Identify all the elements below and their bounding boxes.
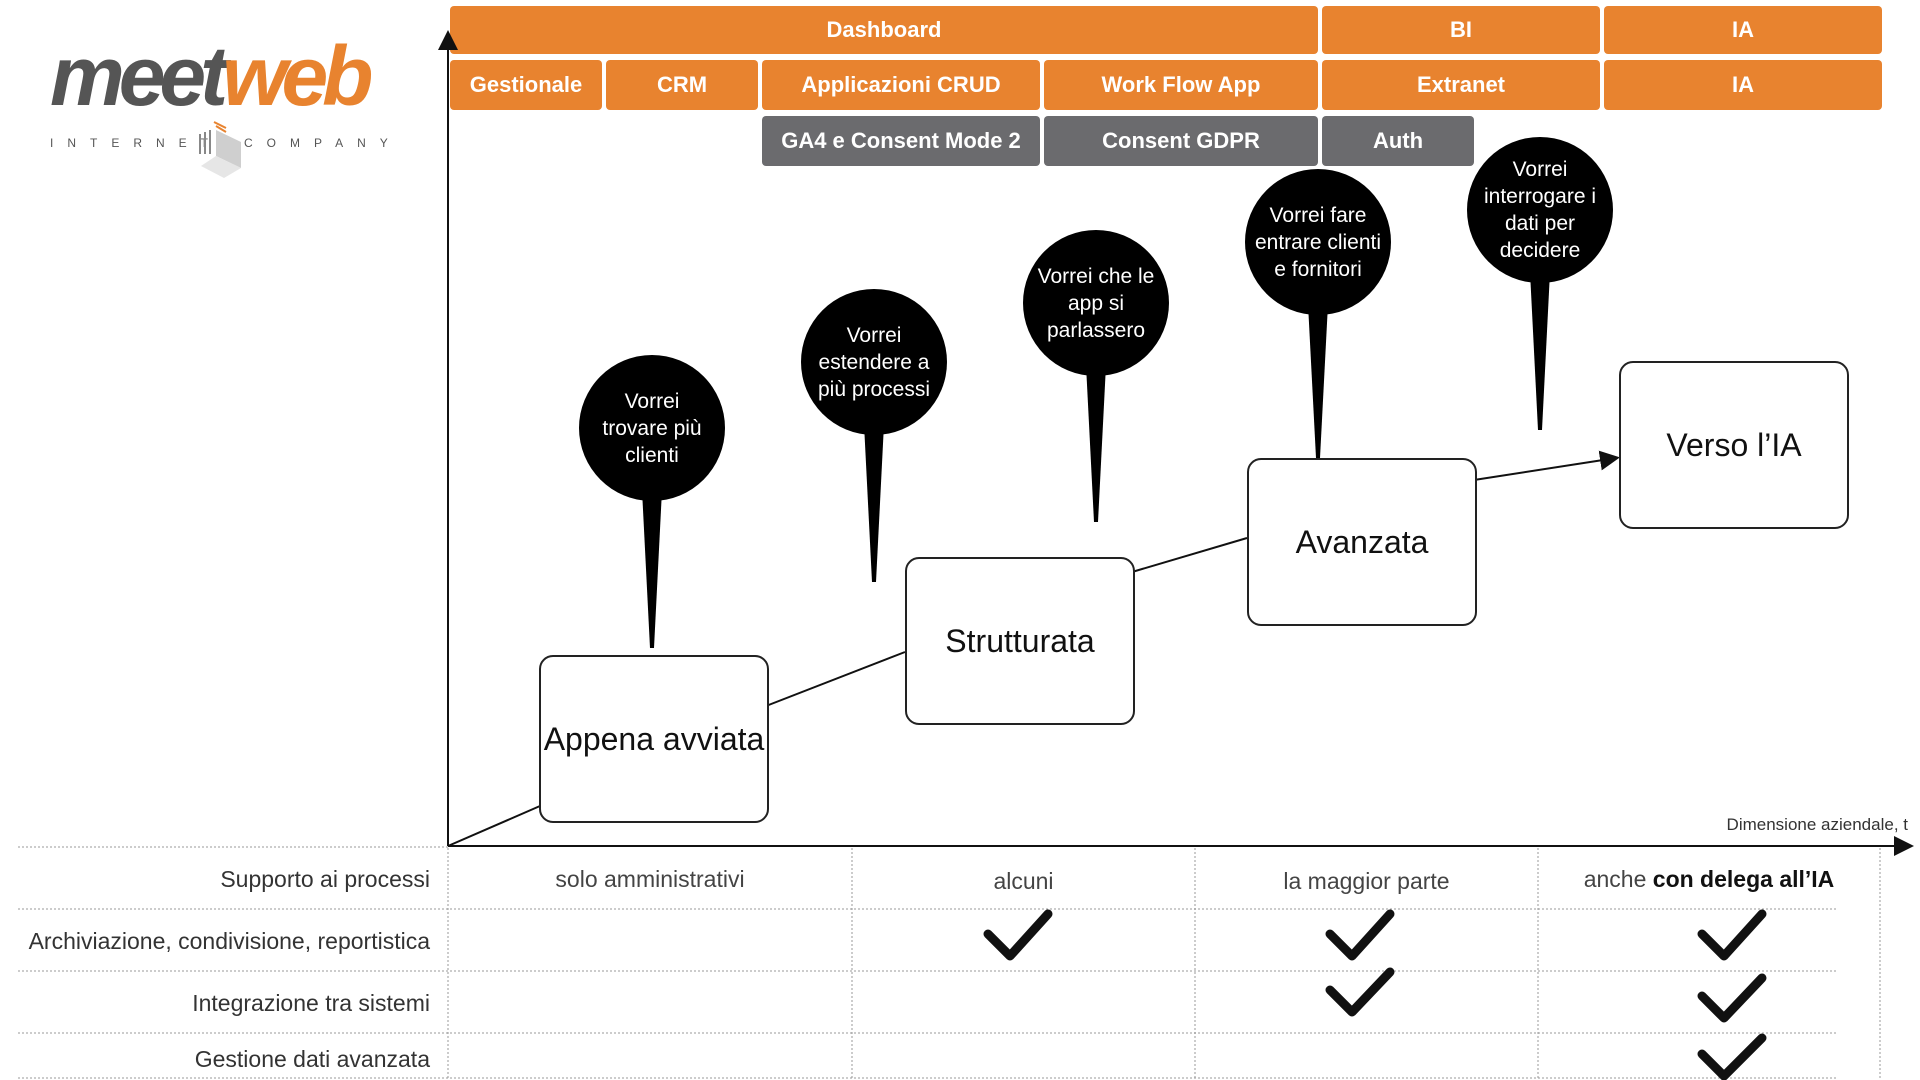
check-icon (1697, 973, 1767, 1023)
bubble-pin (801, 289, 947, 582)
bar-ia: IA (1604, 60, 1882, 110)
row-label: Gestione dati avanzata (194, 1046, 430, 1072)
row-label: Integrazione tra sistemi (192, 990, 430, 1016)
check-icon (1325, 909, 1395, 961)
row-label: Supporto ai processi (220, 866, 430, 892)
logo-wordmark: meetweb (50, 29, 373, 123)
bar-gestionale: Gestionale (450, 60, 602, 110)
stage-strutturata: Strutturata (905, 557, 1135, 725)
bar-extranet: Extranet (1322, 60, 1600, 110)
bar-ia-top: IA (1604, 6, 1882, 54)
check-icon (1325, 967, 1395, 1017)
table-cell: la maggior parte (1283, 868, 1450, 894)
check-icon (983, 909, 1053, 961)
bar-applicazioni-crud: Applicazioni CRUD (762, 60, 1040, 110)
path-segment (1131, 537, 1248, 573)
bubble-pin (1023, 230, 1169, 522)
bar-bi: BI (1322, 6, 1600, 54)
stage-avanzata: Avanzata (1247, 458, 1477, 626)
bar-ga4-consent: GA4 e Consent Mode 2 (762, 116, 1040, 166)
table-cell: solo amministrativi (555, 866, 745, 892)
stage-appena-avviata: Appena avviata (539, 655, 769, 823)
check-icon (1697, 1033, 1767, 1080)
bar-crm: CRM (606, 60, 758, 110)
bubble-text: Vorrei fare entrare clienti e fornitori (1254, 203, 1382, 281)
path-segment (765, 651, 906, 707)
table-cell: anche con delega all’IA (1583, 866, 1835, 892)
bubble-text: Vorrei interrogare i dati per decidere (1483, 158, 1597, 262)
path-segment (447, 805, 541, 847)
check-icon (1697, 909, 1767, 961)
logo-tagline-right: COMPANY (244, 136, 402, 150)
bubble-pin (1467, 137, 1613, 430)
bar-workflow-app: Work Flow App (1044, 60, 1318, 110)
table-cell: alcuni (993, 868, 1054, 894)
bubble-text: Vorrei che le app si parlassero (1037, 264, 1155, 342)
row-label: Archiviazione, condivisione, reportistic… (28, 928, 430, 954)
stage-verso-ia: Verso l’IA (1619, 361, 1849, 529)
path-segment (1473, 450, 1620, 481)
bubble-text: Vorrei estendere a più processi (817, 323, 931, 401)
bar-consent-gdpr: Consent GDPR (1044, 116, 1318, 166)
x-axis-label: Dimensione aziendale, t (1726, 815, 1908, 834)
bubble-pin (1245, 169, 1391, 458)
bubble-pin (579, 355, 725, 648)
logo-tagline-left: INTERNET (50, 136, 222, 150)
logo-cube-icon (199, 121, 241, 178)
bar-auth: Auth (1322, 116, 1474, 166)
bubble-text: Vorrei trovare più clienti (602, 389, 702, 467)
bar-dashboard: Dashboard (450, 6, 1318, 54)
